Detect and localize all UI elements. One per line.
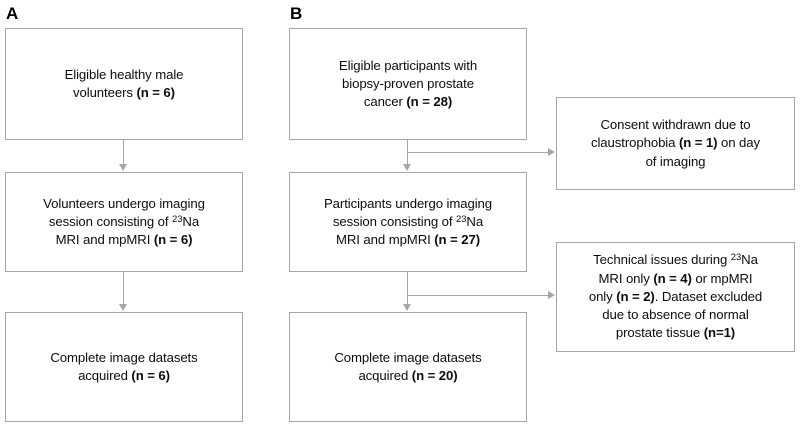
box-technical-issues: Technical issues during 23Na MRI only (n… <box>556 242 795 352</box>
box-eligible-participants: Eligible participants with biopsy-proven… <box>289 28 527 140</box>
box-participants-imaging-session-text: Participants undergo imaging session con… <box>323 195 492 248</box>
connector-b2-arrow <box>403 304 411 311</box>
connector-exclusion1-line <box>407 152 548 154</box>
box-complete-datasets-a-text: Complete image datasets acquired (n = 6) <box>50 349 198 383</box>
connector-a1-arrow <box>119 164 127 171</box>
panel-label-a: A <box>6 4 19 23</box>
connector-a2-line <box>123 272 125 305</box>
box-volunteers-imaging-session-text: Volunteers undergo imaging session consi… <box>43 195 205 248</box>
box-consent-withdrawn-text: Consent withdrawn due to claustrophobia … <box>590 117 761 169</box>
box-eligible-volunteers: Eligible healthy male volunteers (n = 6) <box>5 28 243 140</box>
box-consent-withdrawn: Consent withdrawn due to claustrophobia … <box>556 97 795 190</box>
box-complete-datasets-b: Complete image datasets acquired (n = 20… <box>289 312 527 422</box>
connector-b2-line <box>407 272 409 305</box>
connector-b1-arrow <box>403 164 411 171</box>
connector-exclusion1-arrow <box>548 148 555 156</box>
box-complete-datasets-a: Complete image datasets acquired (n = 6) <box>5 312 243 422</box>
connector-exclusion2-line <box>407 295 548 297</box>
box-eligible-participants-text: Eligible participants with biopsy-proven… <box>338 57 478 110</box>
box-volunteers-imaging-session: Volunteers undergo imaging session consi… <box>5 172 243 272</box>
connector-a1-line <box>123 140 125 165</box>
connector-a2-arrow <box>119 304 127 311</box>
box-technical-issues-text: Technical issues during 23Na MRI only (n… <box>588 252 763 341</box>
box-eligible-volunteers-text: Eligible healthy male volunteers (n = 6) <box>64 66 184 100</box>
box-participants-imaging-session: Participants undergo imaging session con… <box>289 172 527 272</box>
box-complete-datasets-b-text: Complete image datasets acquired (n = 20… <box>334 349 482 383</box>
connector-exclusion2-arrow <box>548 291 555 299</box>
panel-label-b: B <box>290 4 303 23</box>
